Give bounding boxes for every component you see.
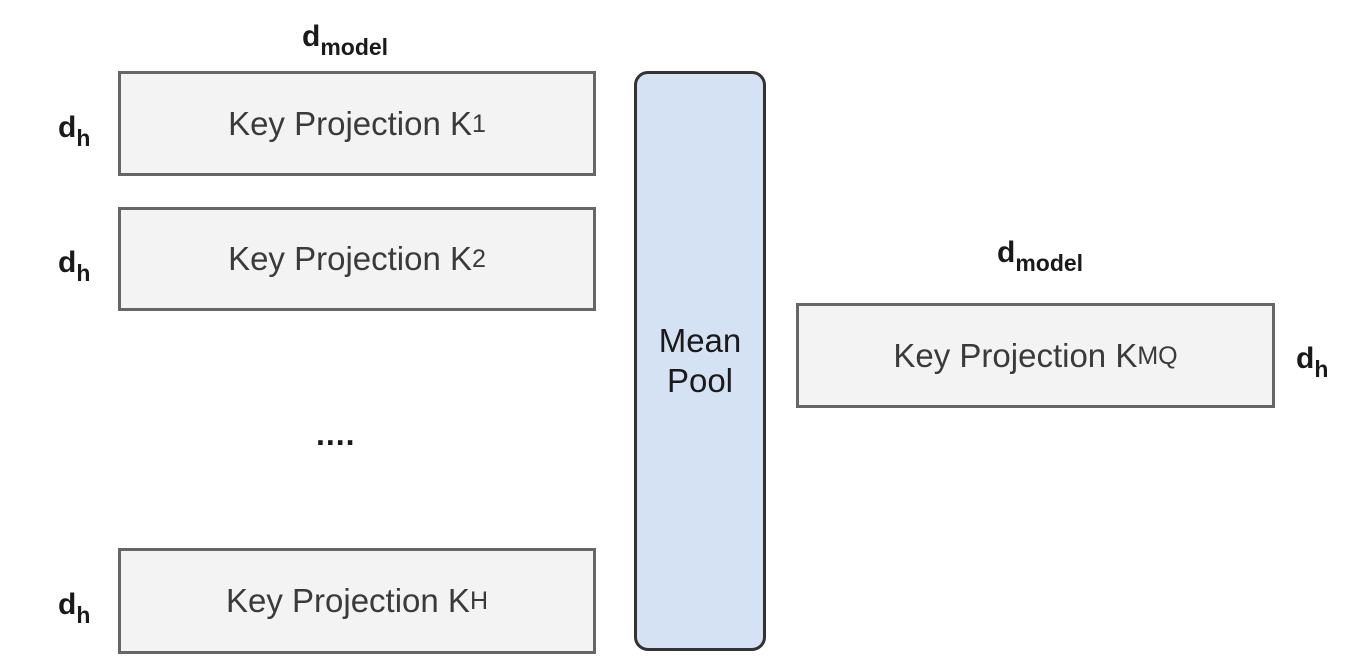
dim-sub: h xyxy=(76,260,91,286)
row-2-head-dimension-label: dh xyxy=(58,246,90,285)
right-model-dimension-label: dmodel xyxy=(997,236,1083,275)
pool-label-line-1: Mean xyxy=(658,322,742,360)
pool-label-line-2: Pool xyxy=(666,362,734,399)
dim-sub: model xyxy=(1015,250,1084,276)
ellipsis: .... xyxy=(316,416,356,452)
box-label: Key Projection K xyxy=(893,336,1138,374)
dim-base: d xyxy=(58,111,77,144)
mean-pool-block: Mean Pool xyxy=(634,71,766,651)
dim-sub: h xyxy=(1314,356,1329,382)
row-h-head-dimension-label: dh xyxy=(58,588,90,627)
dim-base: d xyxy=(58,588,77,621)
dim-base: d xyxy=(58,246,77,279)
dim-sub: h xyxy=(76,125,91,151)
box-label: Key Projection K xyxy=(228,104,473,142)
box-label: Key Projection K xyxy=(228,240,473,277)
dim-base: d xyxy=(1296,342,1315,375)
box-label: Key Projection K xyxy=(225,582,470,619)
mq-head-dimension-label: dh xyxy=(1296,342,1328,381)
dim-base: d xyxy=(302,20,321,53)
dim-sub: model xyxy=(320,34,389,60)
dim-base: d xyxy=(997,236,1016,269)
dim-sub: h xyxy=(76,602,91,628)
row-1-head-dimension-label: dh xyxy=(58,111,90,150)
left-model-dimension-label: dmodel xyxy=(302,20,388,59)
